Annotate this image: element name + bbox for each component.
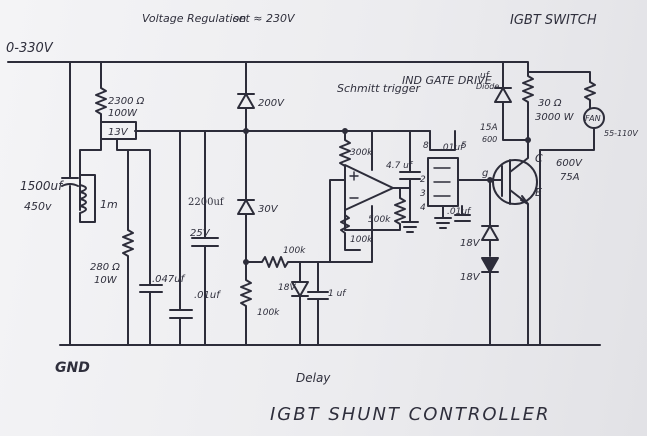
fan-voltage-label: 55-110V [604, 129, 638, 138]
r100k-delay-label: 100k [283, 246, 306, 256]
capacitor-01-gate [401, 187, 419, 233]
terminal-e-label: E [535, 186, 542, 199]
c2200-value: 2200uf [188, 197, 225, 208]
terminal-c-label: C [535, 152, 543, 165]
c01-reg-label: .01uf [194, 290, 221, 301]
zener-200v [237, 61, 255, 201]
delay-label: Delay [296, 371, 331, 385]
ground-rail-label: GND [55, 360, 90, 376]
capacitor-01-reg [169, 130, 193, 346]
capacitor-1500uf [61, 61, 79, 346]
fan [539, 107, 605, 346]
set-point-label: set ≈ 230V [233, 12, 296, 25]
r100k-opamp-label: 100k [350, 235, 373, 245]
resistor-100k-opamp [340, 209, 361, 251]
r2300-value: 2300 Ω [108, 96, 145, 107]
zener-30v-label: 30V [258, 204, 279, 215]
resistor-2300 [95, 61, 107, 123]
flyback-diode [494, 61, 529, 141]
resistor-280 [122, 149, 134, 346]
diode-label-2: Diode [476, 82, 499, 91]
resistor-30-load [519, 61, 534, 111]
c1500-voltage: 450v [24, 200, 52, 213]
inductor-1m [79, 174, 96, 223]
igbt-voltage-label: 600V [556, 158, 583, 169]
zener-18v-delay [291, 261, 309, 346]
zener-18v-gate-2 [481, 257, 499, 346]
capacitor-01-drive [454, 205, 471, 222]
c47uf-label: 4.7 uf [386, 161, 414, 171]
resistor-100k-bottom [240, 261, 252, 346]
c01-drive-label: .01uf [447, 207, 472, 217]
zener-30v [237, 199, 255, 263]
c1uf-label: 1 uf [328, 289, 347, 299]
pin-4: 4 [420, 203, 426, 213]
inductor-label: 1m [100, 198, 118, 211]
capacitor-2200uf [191, 130, 219, 346]
pin-8: 8 [423, 141, 429, 151]
igbt-current-label: 75A [560, 172, 580, 183]
igbt [489, 109, 538, 346]
fan-label: FAN [585, 114, 601, 123]
c1500-value: 1500uf [20, 179, 64, 193]
resistor-100k-delay [245, 256, 331, 268]
resistor-500k [344, 187, 406, 231]
diagram-title: IGBT SHUNT CONTROLLER [270, 404, 550, 425]
c01-gate-label: .01uf [440, 143, 465, 153]
regulator-label: 13V [108, 127, 129, 138]
diode-label-1: uf [480, 71, 491, 81]
pin-3: 3 [420, 189, 426, 199]
zener-18v-gate-1 [481, 179, 499, 257]
r280-power: 10W [94, 275, 118, 286]
r300k-label: 300k [350, 148, 373, 158]
pin-5: 5 [461, 141, 467, 151]
resistor-2500-fan [527, 71, 596, 109]
gate-driver-ic [427, 130, 491, 229]
r500k-label: 500k [368, 215, 391, 225]
terminal-g-label: g [482, 168, 488, 179]
schmitt-trigger-label: Schmitt trigger [337, 82, 422, 95]
r100k-bottom-label: 100k [257, 308, 280, 318]
capacitor-1uf [307, 261, 329, 346]
pin-2: 2 [420, 175, 426, 185]
r280-value: 280 Ω [90, 262, 120, 273]
resistor-300k [339, 130, 351, 171]
opamp [344, 164, 394, 211]
capacitor-047 [139, 224, 163, 346]
igbt-switch-label: IGBT SWITCH [510, 13, 597, 28]
supply-rail-label: 0-330V [6, 41, 54, 56]
r2300-power: 100W [108, 108, 138, 119]
zener-18v-gate-1-label: 18V [460, 238, 481, 249]
regulator-13v [100, 121, 137, 140]
capacitor-47uf [392, 130, 421, 189]
zener-18v-delay-label: 18V [278, 283, 296, 293]
diode-rating-2: 600 [482, 135, 497, 144]
voltage-regulation-label: Voltage Regulation [142, 12, 246, 25]
gate-drive-label: IND GATE DRIVE [402, 74, 492, 87]
r30-power: 3000 W [535, 112, 575, 123]
r30-value: 30 Ω [538, 98, 562, 109]
c2200-voltage: 25V [190, 228, 211, 239]
c047-label: .047uf [152, 274, 186, 285]
zener-18v-gate-2-label: 18V [460, 272, 481, 283]
diode-rating-1: 15A [480, 123, 498, 133]
zener-200v-label: 200V [258, 98, 285, 109]
